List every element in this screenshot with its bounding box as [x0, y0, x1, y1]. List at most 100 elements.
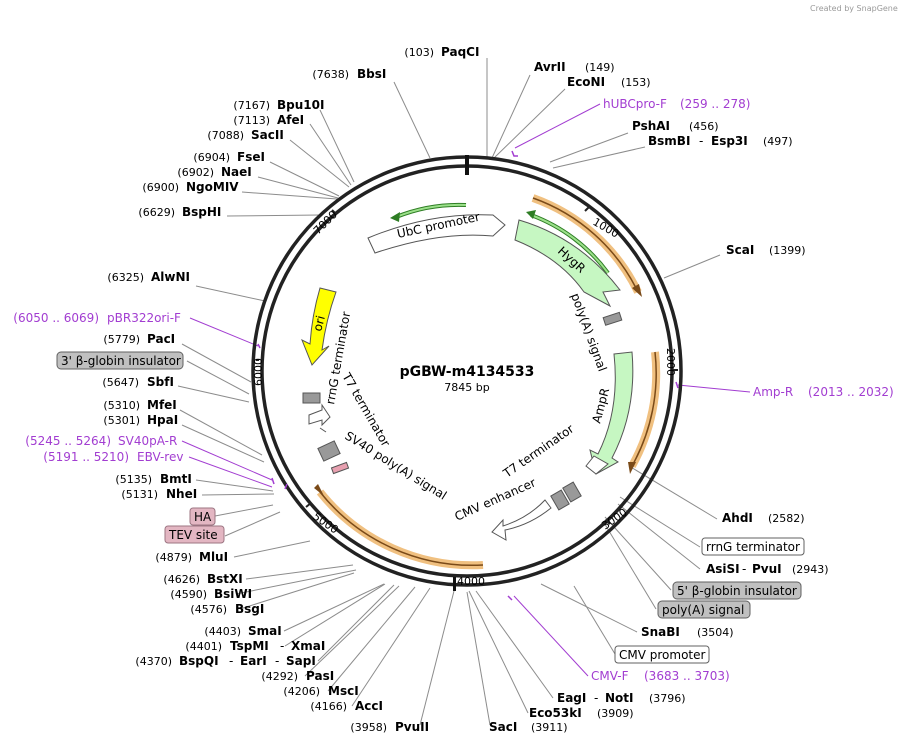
label-globin-3[interactable]: 3' β-globin insulator — [56, 351, 184, 370]
cmv-f-marker — [507, 595, 513, 601]
label-avrii[interactable]: AvrII (149) — [534, 60, 615, 74]
label-nhei[interactable]: (5131) NheI — [121, 487, 197, 501]
label-bsphi[interactable]: (6629) BspHI — [138, 205, 221, 219]
label-scai[interactable]: ScaI (1399) — [726, 243, 806, 257]
svg-text:HpaI: HpaI — [147, 413, 178, 427]
primer-arc-hygr-inner — [530, 214, 609, 274]
label-bstxi[interactable]: (4626) BstXI — [163, 572, 242, 586]
label-amp-r[interactable]: Amp-R (2013 .. 2032) — [753, 385, 894, 399]
svg-text:MscI: MscI — [328, 684, 359, 698]
label-saci[interactable]: SacI (3911) — [489, 720, 568, 734]
label-naei[interactable]: (6902) NaeI — [177, 165, 251, 179]
label-acci[interactable]: (4166) AccI — [310, 699, 383, 713]
svg-text:NaeI: NaeI — [221, 165, 252, 179]
tick-6000: 6000 — [252, 358, 265, 386]
label-pshai[interactable]: PshAI (456) — [632, 119, 719, 133]
label-ahdi[interactable]: AhdI (2582) — [722, 511, 805, 525]
rrng-box-left — [302, 392, 321, 404]
polya-box — [657, 600, 751, 619]
svg-text:BstXI: BstXI — [207, 572, 243, 586]
label-mlui[interactable]: (4879) MluI — [155, 550, 228, 564]
svg-text:SmaI: SmaI — [248, 624, 282, 638]
svg-text:(7088): (7088) — [207, 129, 244, 142]
svg-text:(3683 .. 3703): (3683 .. 3703) — [644, 669, 730, 683]
hubcpro-f-marker — [511, 150, 518, 157]
label-paqci[interactable]: (103) PaqCI — [404, 45, 479, 59]
svg-text:(259 .. 278): (259 .. 278) — [680, 97, 750, 111]
svg-text:BsmBI: BsmBI — [648, 134, 690, 148]
label-bmti[interactable]: (5135) BmtI — [115, 472, 191, 486]
svg-text:SacI: SacI — [489, 720, 517, 734]
svg-text:(4879): (4879) — [155, 551, 192, 564]
label-snabi[interactable]: SnaBI (3504) — [641, 625, 734, 639]
svg-text:TspMI: TspMI — [230, 639, 269, 653]
label-bsmbi[interactable]: BsmBI - Esp3I (497) — [648, 134, 793, 148]
svg-text:AfeI: AfeI — [277, 113, 304, 127]
label-tspmi[interactable]: (4401) TspMI - XmaI — [185, 639, 325, 653]
label-bpu10i[interactable]: (7167) Bpu10I — [233, 98, 324, 112]
cmv-box — [614, 645, 710, 664]
svg-text:AhdI: AhdI — [722, 511, 753, 525]
svg-text:(5135): (5135) — [115, 473, 152, 486]
label-bsgi[interactable]: (4576) BsgI — [190, 602, 264, 616]
svg-text:SnaBI: SnaBI — [641, 625, 680, 639]
rrng-box — [701, 537, 805, 556]
svg-text:BsgI: BsgI — [235, 602, 264, 616]
label-cmv-promoter[interactable]: CMV promoter — [614, 645, 710, 664]
label-eco53ki[interactable]: Eco53kI (3909) — [529, 706, 634, 720]
hygr-arrow — [514, 219, 621, 308]
label-fsei[interactable]: (6904) FseI — [193, 150, 265, 164]
plasmid-name: pGBW-m4134533 — [400, 364, 535, 380]
label-ebv-rev[interactable]: (5191 .. 5210) EBV-rev — [43, 450, 183, 464]
label-bspqi[interactable]: (4370) BspQI - EarI - SapI — [135, 654, 315, 668]
svg-text:SbfI: SbfI — [147, 375, 174, 389]
label-pvuii[interactable]: (3958) PvuII — [350, 720, 429, 734]
label-hpai[interactable]: (5301) HpaI — [103, 413, 178, 427]
svg-text:(149): (149) — [585, 61, 615, 74]
label-ngomiv[interactable]: (6900) NgoMIV — [142, 180, 239, 194]
ha-box — [189, 507, 216, 526]
label-alwni[interactable]: (6325) AlwNI — [107, 270, 190, 284]
sv40-polya-box — [317, 440, 341, 462]
label-ha[interactable]: HA — [189, 507, 216, 526]
label-sbfi[interactable]: (5647) SbfI — [102, 375, 174, 389]
svg-text:(103): (103) — [404, 46, 434, 59]
svg-text:MfeI: MfeI — [147, 398, 177, 412]
label-mfei[interactable]: (5310) MfeI — [103, 398, 176, 412]
ampr-label: AmpR — [589, 387, 612, 425]
label-polya-signal[interactable]: poly(A) signal — [657, 600, 751, 619]
label-globin-5[interactable]: 5' β-globin insulator — [672, 581, 802, 600]
label-paci[interactable]: (5779) PacI — [103, 332, 175, 346]
ha-tev-box — [330, 461, 350, 475]
svg-text:CMV promoter: CMV promoter — [619, 648, 706, 662]
label-hubcpro-f[interactable]: hUBCpro-F (259 .. 278) — [603, 97, 750, 111]
ori-label: ori — [310, 314, 328, 333]
label-pbr322ori-f[interactable]: (6050 .. 6069) pBR322ori-F — [13, 311, 181, 325]
label-pasi[interactable]: (4292) PasI — [261, 669, 334, 683]
label-smai[interactable]: (4403) SmaI — [204, 624, 281, 638]
label-afei[interactable]: (7113) AfeI — [233, 113, 304, 127]
label-rrng-terminator[interactable]: rrnG terminator — [701, 537, 805, 556]
label-eagi[interactable]: EagI - NotI (3796) — [557, 691, 686, 705]
svg-text:hUBCpro-F: hUBCpro-F — [603, 97, 667, 111]
svg-text:Esp3I: Esp3I — [711, 134, 748, 148]
label-tev-site[interactable]: TEV site — [164, 525, 225, 544]
label-cmv-f[interactable]: CMV-F (3683 .. 3703) — [591, 669, 730, 683]
label-msci[interactable]: (4206) MscI — [283, 684, 358, 698]
label-econi[interactable]: EcoNI (153) — [567, 75, 651, 89]
label-asisi[interactable]: AsiSI - PvuI (2943) — [706, 562, 829, 576]
ebv-rev-marker — [284, 483, 288, 490]
label-sacii[interactable]: (7088) SacII — [207, 128, 283, 142]
ampr-arrow — [589, 351, 634, 475]
svg-text:(7167): (7167) — [233, 99, 270, 112]
label-bbsi[interactable]: (7638) BbsI — [312, 67, 386, 81]
label-bsiwi[interactable]: (4590) BsiWI — [170, 587, 252, 601]
svg-text:(5301): (5301) — [103, 414, 140, 427]
svg-text:(5245 .. 5264): (5245 .. 5264) — [25, 434, 111, 448]
svg-text:(4370): (4370) — [135, 655, 172, 668]
label-sv40pa-r[interactable]: (5245 .. 5264) SV40pA-R — [25, 434, 177, 448]
svg-text:BspQI: BspQI — [179, 654, 219, 668]
svg-text:ScaI: ScaI — [726, 243, 754, 257]
svg-text:(1399): (1399) — [769, 244, 806, 257]
svg-text:NgoMIV: NgoMIV — [186, 180, 239, 194]
